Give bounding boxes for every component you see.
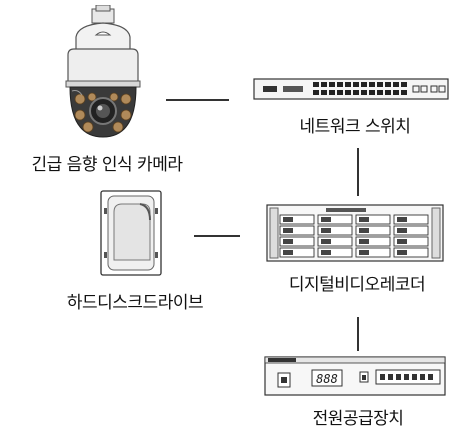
connector-hdd-dvr bbox=[194, 235, 240, 237]
power-supply-unit-icon: 888 bbox=[264, 356, 446, 396]
switch-label: 네트워크 스위치 bbox=[299, 117, 411, 137]
psu-display: 888 bbox=[316, 372, 338, 386]
dvr-label: 디지털비디오레코더 bbox=[288, 275, 426, 295]
network-switch-icon bbox=[253, 78, 449, 100]
hard-disk-drive-icon bbox=[100, 190, 162, 276]
connector-switch-dvr bbox=[357, 148, 359, 196]
camera-label: 긴급 음향 인식 카메라 bbox=[31, 155, 183, 175]
ptz-dome-camera-icon bbox=[58, 4, 148, 140]
connector-dvr-psu bbox=[357, 317, 359, 351]
hdd-label: 하드디스크드라이브 bbox=[66, 293, 204, 313]
connector-camera-switch bbox=[166, 99, 229, 101]
digital-video-recorder-icon bbox=[266, 204, 444, 262]
psu-label: 전원공급장치 bbox=[312, 409, 404, 429]
